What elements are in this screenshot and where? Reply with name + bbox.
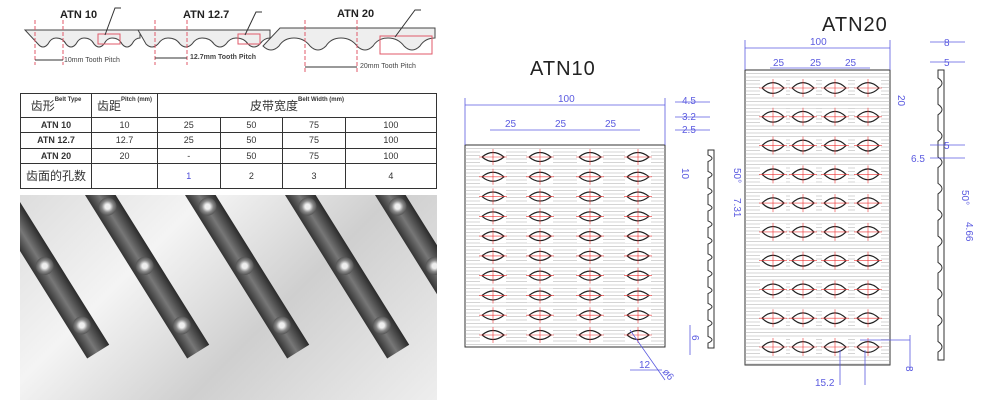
profile-title-atn10: ATN 10 xyxy=(60,9,98,21)
header-belt-type: 齿形Belt Type xyxy=(20,93,92,118)
dim-hole-width: 15.2 xyxy=(815,378,835,389)
dim-hole-height: 8 xyxy=(903,366,914,372)
dim-angle: 50° xyxy=(731,168,742,183)
profile-title-atn20: ATN 20 xyxy=(337,8,375,20)
dim-d4: 6.5 xyxy=(911,154,925,165)
dim-width: 100 xyxy=(810,37,827,48)
dim-width: 100 xyxy=(558,94,575,105)
dim-row-pitch: 20 xyxy=(895,95,906,107)
atn10-title: ATN10 xyxy=(530,58,596,80)
dim-hole-width: 12 xyxy=(639,360,651,371)
dim-depth: 7.31 xyxy=(731,198,742,218)
dim-col: 25 xyxy=(605,119,617,130)
atn20-title: ATN20 xyxy=(822,14,888,36)
dim-d1: 8 xyxy=(944,38,950,49)
tooth-profile-drawings xyxy=(23,7,436,72)
dim-col: 25 xyxy=(505,119,517,130)
dim-hole-height: 6 xyxy=(689,335,700,341)
header-pitch: 齿距Pitch (mm) xyxy=(91,93,158,118)
metal-strip xyxy=(20,195,110,359)
belt-plate xyxy=(464,144,666,348)
dim-thickness: 2.5 xyxy=(682,125,696,136)
dim-row-pitch: 10 xyxy=(679,168,690,180)
header-belt-width: 皮带宽度Belt Width (mm) xyxy=(157,93,437,118)
belt-spec-table: 齿形Belt Type 齿距Pitch (mm) 皮带宽度Belt Width … xyxy=(20,93,438,190)
side-profile xyxy=(937,69,945,361)
belt-photo xyxy=(20,195,437,400)
atn20-drawing: 100 25 25 25 8 5 20 5 6.5 50° 4.66 15.2 … xyxy=(744,37,974,389)
side-profile xyxy=(707,149,715,349)
dim-d3: 5 xyxy=(944,141,950,152)
belt-plate xyxy=(744,69,891,366)
dim-col: 25 xyxy=(810,58,822,69)
dim-depth: 4.66 xyxy=(963,222,974,242)
profile-pitch-atn127: 12.7mm Tooth Pitch xyxy=(190,54,256,61)
profile-title-atn127: ATN 12.7 xyxy=(183,9,230,21)
atn10-drawing: 100 25 25 25 4.5 3.2 2.5 10 50° 7.31 6 1… xyxy=(464,94,742,383)
profile-pitch-atn10: 10mm Tooth Pitch xyxy=(64,57,120,64)
profile-pitch-atn20: 20mm Tooth Pitch xyxy=(360,63,416,70)
dim-thickness: 3.2 xyxy=(682,112,696,123)
dim-thickness: 4.5 xyxy=(682,96,696,107)
dim-col: 25 xyxy=(845,58,857,69)
dim-col: 25 xyxy=(773,58,785,69)
dim-hole-dia: ø6 xyxy=(660,367,676,383)
dim-col: 25 xyxy=(555,119,567,130)
dim-d2: 5 xyxy=(944,58,950,69)
dim-angle: 50° xyxy=(959,190,970,205)
